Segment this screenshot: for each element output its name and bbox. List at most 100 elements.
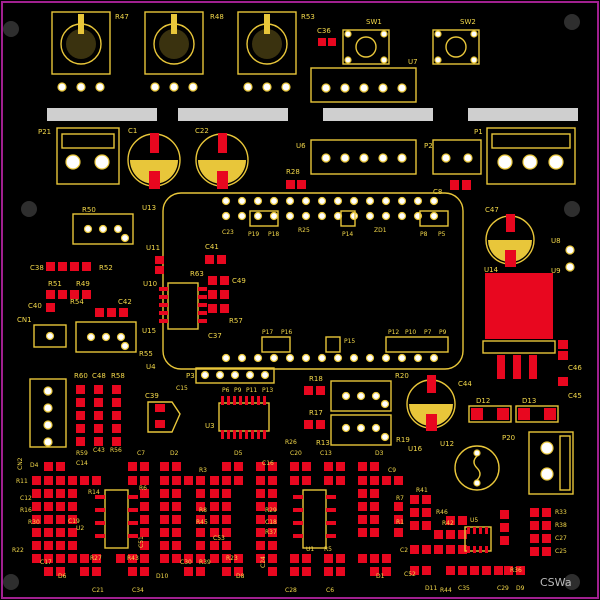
- d5-label: D5: [234, 450, 243, 457]
- d10-label: D10: [156, 573, 168, 580]
- resistor-r28: R28: [286, 168, 306, 189]
- mounting-hole: [564, 201, 580, 217]
- pot-label: R53: [301, 13, 315, 21]
- p7-label: P7: [424, 329, 432, 336]
- c16-label: C16: [262, 460, 274, 467]
- ic-u2: U2: [76, 489, 138, 549]
- mounting-holes: [3, 14, 580, 590]
- d6-label: D6: [58, 573, 67, 580]
- r38-label: R38: [555, 522, 567, 529]
- p17-label: P17: [262, 329, 273, 336]
- ic-u3: U3: [205, 396, 270, 439]
- r36-label: R36: [510, 567, 522, 574]
- r46-label: R46: [436, 509, 448, 516]
- capacitor-c1: C1: [127, 127, 181, 189]
- p18-label: P18: [268, 231, 279, 238]
- p13-label: P13: [262, 387, 273, 394]
- r25-label: R25: [298, 227, 310, 234]
- r41-label: R41: [416, 487, 428, 494]
- mounting-hole: [3, 574, 19, 590]
- u13-label: U13: [142, 204, 156, 212]
- r13-label: R13: [316, 439, 330, 447]
- d3-label: D3: [375, 450, 384, 457]
- r22-label: R22: [12, 547, 24, 554]
- r1-label: R1: [396, 519, 404, 526]
- r43-label: R43: [127, 555, 139, 562]
- resistors-r18-r17: R18 R17 R13: [304, 375, 330, 447]
- connector-left: R60 C48 R58 R59 C43 R56 C14 CN2: [17, 372, 125, 470]
- r57-label: R57: [229, 317, 243, 325]
- heatsink-bars: [47, 108, 578, 121]
- sw1-label: SW1: [366, 18, 382, 26]
- r17-label: R17: [309, 409, 323, 417]
- d12-label: D12: [476, 397, 490, 405]
- r27-label: R27: [90, 555, 102, 562]
- c46-label: C46: [568, 364, 582, 372]
- r26-label: R26: [285, 439, 297, 446]
- c12-label: C12: [20, 495, 32, 502]
- r20-label: R20: [395, 372, 409, 380]
- p14-label: P14: [342, 231, 353, 238]
- c53-label: C53: [213, 535, 225, 542]
- u9-label: U9: [551, 267, 561, 275]
- c28-label: C28: [285, 587, 297, 594]
- diodes-d12-d13: D12 D13: [468, 397, 559, 423]
- r30-label: R30: [28, 519, 40, 526]
- regulator-u14: U14: [482, 266, 556, 379]
- u3-label: U3: [205, 422, 215, 430]
- c6-label: C6: [326, 587, 334, 594]
- c15-label: C15: [176, 385, 188, 392]
- potentiometer-r47: R47: [51, 11, 129, 92]
- c38-label: C38: [30, 264, 44, 272]
- testpoints-u8-u9: U8 U9: [551, 237, 575, 275]
- c37-label: C37: [208, 332, 222, 340]
- d11-label: D11: [425, 585, 437, 592]
- c25-label: C25: [555, 548, 567, 555]
- c23-label: C23: [222, 229, 234, 236]
- r55-label: R55: [139, 350, 153, 358]
- r42-label: R42: [442, 520, 454, 527]
- connector-r50: R50 U13: [72, 204, 156, 245]
- p21-label: P21: [38, 128, 51, 136]
- c43-label: C43: [93, 447, 105, 454]
- mounting-hole: [564, 574, 580, 590]
- c39-label: C39: [145, 392, 159, 400]
- terminal-p20: P20: [502, 431, 574, 495]
- ic-u1: U1: [293, 489, 336, 553]
- p3-label: P3: [186, 372, 195, 380]
- c22-label: C22: [195, 127, 209, 135]
- connector-u7: U7: [310, 58, 418, 103]
- c36-label: C36: [317, 27, 331, 35]
- u12-label: U12: [440, 440, 454, 448]
- c41-label: C41: [205, 243, 219, 251]
- r59-label: R59: [76, 450, 88, 457]
- c9-label: C9: [388, 467, 396, 474]
- u14-label: U14: [484, 266, 499, 274]
- r39-label: R39: [199, 559, 211, 566]
- p11b-label: P11: [246, 387, 257, 394]
- p2-label: P2: [424, 142, 433, 150]
- c49-label: C49: [232, 277, 246, 285]
- d8-label: D8: [236, 573, 245, 580]
- r56-label: R56: [110, 447, 122, 454]
- connector-cn1: CN1: [17, 316, 67, 348]
- r49-label: R49: [76, 280, 90, 288]
- r45-label: R45: [196, 519, 208, 526]
- capacitor-c22: C22: [195, 127, 249, 189]
- c7-label: C7: [137, 450, 145, 457]
- r29-label: R29: [265, 507, 277, 514]
- connector-p2: P2 C8: [424, 139, 482, 196]
- cn2-label: CN2: [17, 457, 24, 470]
- u15-label: U15: [142, 327, 156, 335]
- mounting-hole: [21, 201, 37, 217]
- ic-u10: U11 U10 C41 R63 C49 R57 C37: [143, 243, 246, 340]
- c8-label: C8: [433, 188, 442, 196]
- c40-label: C40: [28, 302, 42, 310]
- p8-label: P8: [420, 231, 428, 238]
- r50-label: R50: [82, 206, 96, 214]
- lower-pad-field: [32, 462, 551, 576]
- u1-label: U1: [306, 546, 314, 553]
- c51-label: C51: [138, 536, 145, 548]
- c29-label: C29: [497, 585, 509, 592]
